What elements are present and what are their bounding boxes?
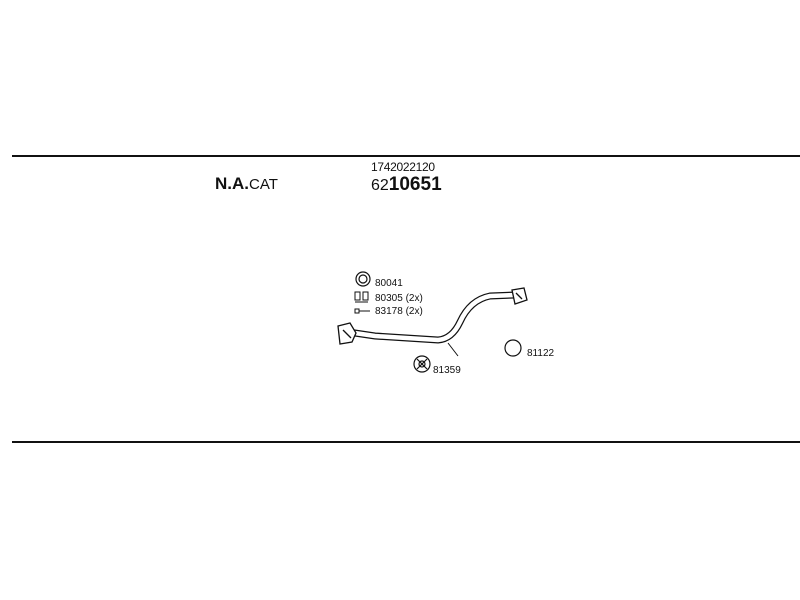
screw-icon [354, 308, 370, 314]
bracket-icon [413, 355, 431, 373]
part-label-80041: 80041 [375, 278, 403, 289]
bolt-icon [354, 291, 369, 303]
bottom-divider [12, 441, 800, 443]
kit-number-prefix: 62 [371, 177, 389, 194]
kit-code: 1742022120 [371, 160, 435, 174]
kit-number-main: 10651 [388, 174, 442, 195]
variant-label: N.A.CAT [215, 174, 278, 194]
variant-suffix: CAT [249, 176, 278, 193]
gasket-ring-icon [504, 339, 522, 357]
top-divider [12, 155, 800, 157]
part-label-80305: 80305 (2x) [375, 293, 423, 304]
exhaust-pipe-icon [337, 287, 528, 357]
part-label-81359: 81359 [433, 365, 461, 376]
part-label-81122: 81122 [527, 348, 555, 359]
variant-bold: N.A. [215, 174, 249, 193]
kit-number: 6210651 [371, 174, 442, 196]
part-label-83178: 83178 (2x) [375, 306, 423, 317]
ring-clamp-icon [355, 271, 371, 287]
